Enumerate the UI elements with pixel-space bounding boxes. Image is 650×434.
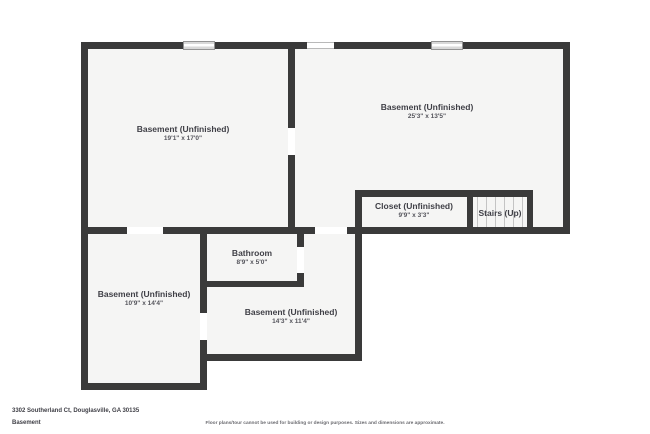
- wall-exterior-bottom-right: [347, 227, 563, 234]
- door-opening: [288, 128, 295, 155]
- room-label-closet: Closet (Unfinished) 9'9" x 3'3": [375, 201, 453, 220]
- room-dimensions: 25'3" x 13'5": [407, 113, 447, 120]
- room-name: Stairs (Up): [478, 208, 522, 218]
- room-name: Basement (Unfinished): [97, 289, 191, 299]
- room-dimensions: 14'3" x 11'4": [272, 318, 310, 325]
- wall-lower-middle-bottom: [200, 354, 362, 361]
- room-name: Basement (Unfinished): [380, 102, 474, 112]
- stair-tread: [486, 197, 487, 227]
- wall-lower-divider-bottom: [200, 340, 207, 390]
- stair-tread: [522, 197, 523, 227]
- wall-exterior-left: [81, 42, 88, 390]
- room-label-basement-upper-left: Basement (Unfinished) 19'1" x 17'0": [137, 124, 230, 143]
- property-address: 3302 Southerland Ct, Douglasville, GA 30…: [12, 408, 140, 414]
- wall-closet-left: [355, 197, 362, 227]
- wall-bathroom-bottom: [200, 281, 304, 287]
- stair-tread: [495, 197, 496, 227]
- wall-lower-divider-top: [200, 234, 207, 313]
- wall-closet-top: [355, 190, 533, 197]
- room-label-basement-lower-left: Basement (Unfinished) 10'9" x 14'4": [98, 289, 191, 308]
- wall-mid-horizontal-b: [163, 227, 315, 234]
- room-floor-lower-left: [88, 234, 200, 383]
- room-name: Basement (Unfinished): [244, 307, 338, 317]
- room-label-basement-upper-right: Basement (Unfinished) 25'3" x 13'5": [381, 102, 474, 121]
- window: [307, 42, 334, 49]
- door-opening: [200, 313, 207, 340]
- room-dimensions: 19'1" x 17'0": [163, 135, 203, 142]
- disclaimer-text: Floor plans/tour cannot be used for buil…: [205, 421, 445, 426]
- room-name: Bathroom: [231, 248, 273, 258]
- room-name: Closet (Unfinished): [375, 201, 453, 211]
- wall-exterior-right: [563, 42, 570, 234]
- room-label-stairs: Stairs (Up): [479, 208, 522, 218]
- door-opening: [315, 227, 347, 234]
- door-opening-bathroom: [297, 247, 304, 273]
- stair-tread: [477, 197, 478, 227]
- wall-stairs-right: [527, 197, 533, 227]
- room-name: Basement (Unfinished): [136, 124, 230, 134]
- floor-name-label: Basement: [12, 420, 41, 426]
- wall-exterior-bottom-left: [81, 383, 207, 390]
- window: [431, 41, 463, 50]
- room-label-bathroom: Bathroom 8'9" x 5'0": [232, 248, 272, 267]
- room-label-basement-lower-middle: Basement (Unfinished) 14'3" x 11'4": [245, 307, 338, 326]
- room-dimensions: 10'9" x 14'4": [124, 300, 164, 307]
- wall-upper-divider-top: [288, 49, 295, 128]
- wall-mid-horizontal-a: [88, 227, 127, 234]
- stair-tread: [513, 197, 514, 227]
- window: [183, 41, 215, 50]
- room-floor-upper-band: [88, 49, 563, 234]
- room-floor-lower-middle: [207, 234, 355, 354]
- wall-bathroom-right-bottom: [297, 273, 304, 286]
- room-dimensions: 9'9" x 3'3": [398, 212, 430, 219]
- room-dimensions: 8'9" x 5'0": [236, 259, 268, 266]
- stair-tread: [504, 197, 505, 227]
- wall-upper-divider-bottom: [288, 155, 295, 227]
- wall-closet-stairs-divider: [467, 197, 473, 227]
- wall-bathroom-right-top: [297, 234, 304, 247]
- door-opening: [127, 227, 163, 234]
- wall-lower-middle-right: [355, 234, 362, 361]
